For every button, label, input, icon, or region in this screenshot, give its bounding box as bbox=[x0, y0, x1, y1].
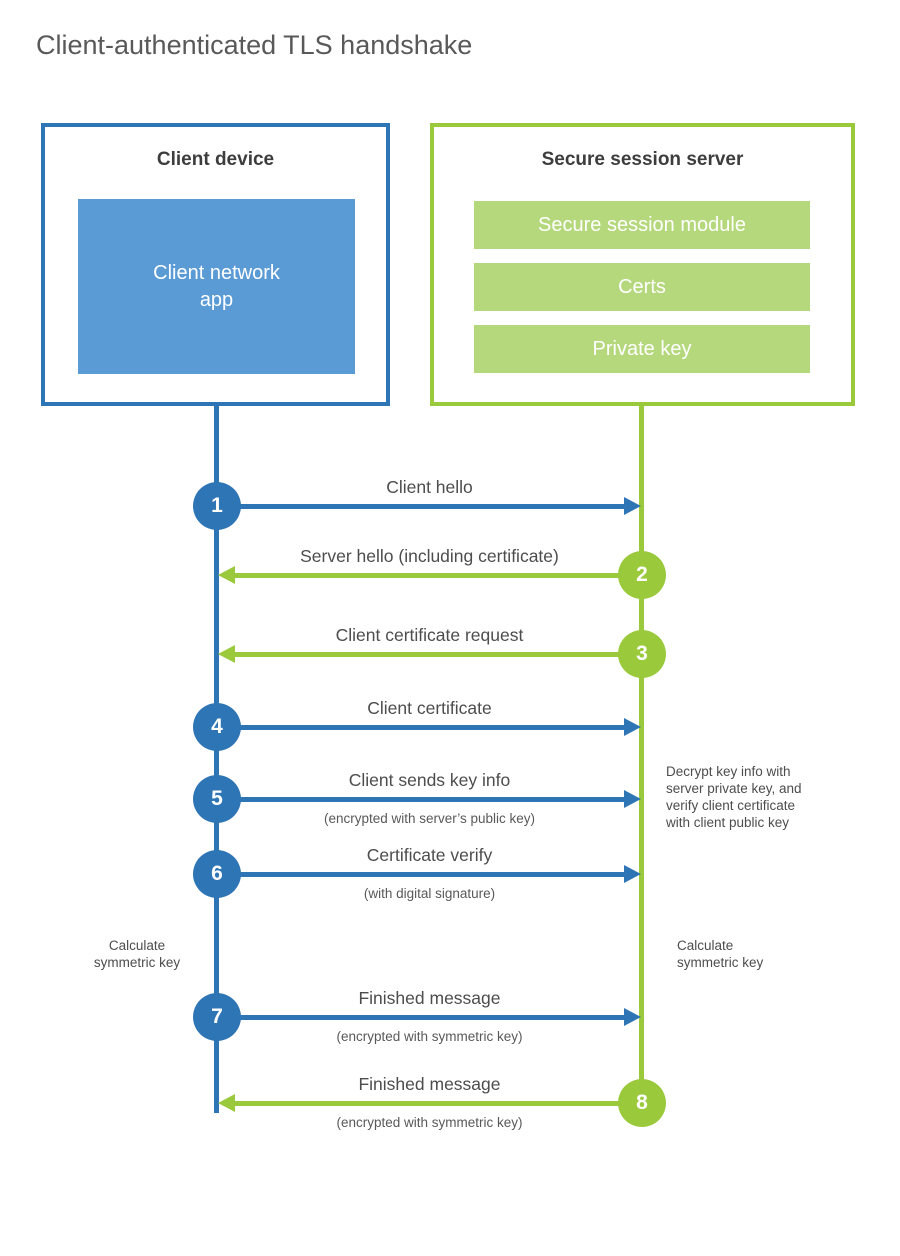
step-circle-5: 5 bbox=[193, 775, 241, 823]
step-circle-2: 2 bbox=[618, 551, 666, 599]
step-sublabel-8: (encrypted with symmetric key) bbox=[336, 1115, 523, 1130]
step-sublabel-5: (encrypted with server’s public key) bbox=[323, 811, 536, 826]
step-label-7: Finished message bbox=[358, 988, 501, 1008]
step-arrow-shaft-7 bbox=[217, 1015, 624, 1020]
server-module-1: Secure session module bbox=[474, 201, 810, 249]
step-arrow-shaft-8 bbox=[235, 1101, 642, 1106]
step-circle-3: 3 bbox=[618, 630, 666, 678]
decrypt-key-info-note: Decrypt key info with server private key… bbox=[666, 764, 802, 830]
client-box-title: Client device bbox=[156, 149, 275, 170]
step-arrowhead-3 bbox=[218, 645, 235, 663]
step-arrowhead-7 bbox=[624, 1008, 641, 1026]
client-app-label: Client network app bbox=[153, 261, 280, 311]
step-label-6: Certificate verify bbox=[366, 845, 493, 865]
step-label-4: Client certificate bbox=[367, 698, 492, 718]
step-circle-8: 8 bbox=[618, 1079, 666, 1127]
server-module-2: Certs bbox=[474, 263, 810, 311]
diagram-title: Client-authenticated TLS handshake bbox=[36, 30, 473, 60]
step-label-1: Client hello bbox=[386, 477, 473, 497]
step-arrow-shaft-3 bbox=[235, 652, 642, 657]
client-lifeline bbox=[214, 406, 219, 1113]
client-network-app-node: Client network app bbox=[78, 199, 355, 374]
step-arrow-shaft-2 bbox=[235, 573, 642, 578]
step-circle-4: 4 bbox=[193, 703, 241, 751]
step-arrowhead-8 bbox=[218, 1094, 235, 1112]
step-arrow-shaft-1 bbox=[217, 504, 624, 509]
server-module-3: Private key bbox=[474, 325, 810, 373]
step-arrowhead-6 bbox=[624, 865, 641, 883]
step-sublabel-6: (with digital signature) bbox=[363, 886, 496, 901]
calc-symmetric-key-right-note: Calculate symmetric key bbox=[677, 938, 764, 970]
step-circle-6: 6 bbox=[193, 850, 241, 898]
step-label-5: Client sends key info bbox=[348, 770, 511, 790]
client-device-box: Client device Client network app bbox=[41, 123, 390, 406]
step-arrow-shaft-6 bbox=[217, 872, 624, 877]
server-box-title: Secure session server bbox=[541, 149, 744, 170]
step-label-2: Server hello (including certificate) bbox=[300, 546, 559, 566]
step-label-3: Client certificate request bbox=[335, 625, 524, 645]
step-circle-1: 1 bbox=[193, 482, 241, 530]
step-arrowhead-5 bbox=[624, 790, 641, 808]
step-arrow-shaft-5 bbox=[217, 797, 624, 802]
step-arrow-shaft-4 bbox=[217, 725, 624, 730]
step-sublabel-7: (encrypted with symmetric key) bbox=[336, 1029, 523, 1044]
step-label-8: Finished message bbox=[358, 1074, 501, 1094]
calc-symmetric-key-left-note: Calculate symmetric key bbox=[93, 938, 181, 970]
step-arrowhead-4 bbox=[624, 718, 641, 736]
step-circle-7: 7 bbox=[193, 993, 241, 1041]
step-arrowhead-1 bbox=[624, 497, 641, 515]
secure-session-server-box: Secure session server Secure session mod… bbox=[430, 123, 855, 406]
server-lifeline bbox=[639, 406, 644, 1103]
step-arrowhead-2 bbox=[218, 566, 235, 584]
